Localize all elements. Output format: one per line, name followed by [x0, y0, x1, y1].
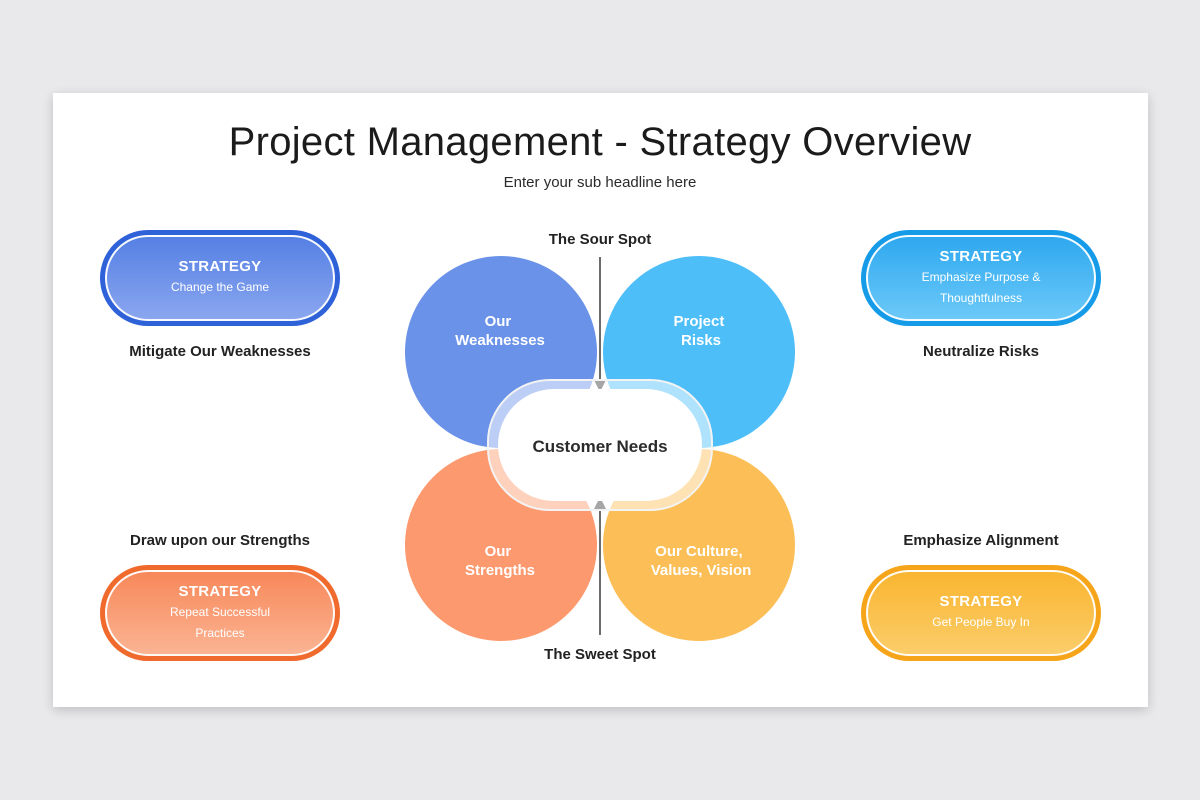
weaknesses-label-line2: Weaknesses — [455, 332, 545, 349]
caption-strengths: Draw upon our Strengths — [130, 532, 310, 549]
strategy-card-inner: STRATEGY Repeat Successful Practices — [105, 570, 335, 656]
strengths-label-line1: Our — [485, 543, 512, 560]
page-subtitle: Enter your sub headline here — [503, 174, 697, 191]
strategy-body: Repeat Successful Practices — [169, 604, 271, 640]
svg-text:Our Culture, Values, Visio: Our Culture, Values, Vision — [651, 543, 752, 579]
strategy-card-inner: STRATEGY Get People Buy In — [866, 570, 1096, 656]
strategy-body: Emphasize Purpose & Thoughtfulness — [921, 269, 1041, 305]
strategy-card-alignment[interactable]: STRATEGY Get People Buy In — [861, 565, 1101, 661]
customer-needs-pill — [498, 389, 702, 501]
caption-risks: Neutralize Risks — [923, 343, 1039, 360]
strategy-card-risks[interactable]: STRATEGY Emphasize Purpose & Thoughtfuln… — [861, 230, 1101, 326]
caption-alignment: Emphasize Alignment — [903, 532, 1059, 549]
risks-label-line2: Risks — [681, 332, 721, 349]
strategy-body: Change the Game — [170, 280, 270, 294]
strategy-heading: STRATEGY — [939, 247, 1023, 265]
weaknesses-label-line1: Our — [485, 313, 512, 330]
page-title: Project Management - Strategy Overview — [228, 120, 972, 164]
risks-label-line1: Project — [673, 313, 724, 330]
strategy-card-inner: STRATEGY Emphasize Purpose & Thoughtfuln… — [866, 235, 1096, 321]
svg-text:Our Strengths: Our Strengths — [465, 543, 535, 579]
culture-label-line1: Our Culture, — [655, 543, 743, 560]
sweet-spot-label: The Sweet Spot — [544, 646, 656, 663]
strengths-label-line2: Strengths — [465, 562, 535, 579]
strategy-card-weaknesses[interactable]: STRATEGY Change the Game — [100, 230, 340, 326]
strategy-heading: STRATEGY — [178, 582, 262, 600]
strategy-card-strengths[interactable]: STRATEGY Repeat Successful Practices — [100, 565, 340, 661]
svg-text:Project Risks: Project Risks — [673, 313, 728, 349]
caption-weaknesses: Mitigate Our Weaknesses — [129, 343, 311, 360]
sour-spot-label: The Sour Spot — [549, 231, 652, 248]
customer-needs-label: Customer Needs — [532, 437, 667, 456]
strategy-heading: STRATEGY — [178, 258, 262, 275]
strategy-body: Get People Buy In — [932, 615, 1030, 629]
strategy-heading: STRATEGY — [939, 593, 1023, 610]
culture-label-line2: Values, Vision — [651, 562, 752, 579]
strategy-card-inner: STRATEGY Change the Game — [105, 235, 335, 321]
svg-text:Our Weaknesses: Our Weaknesses — [455, 313, 545, 349]
